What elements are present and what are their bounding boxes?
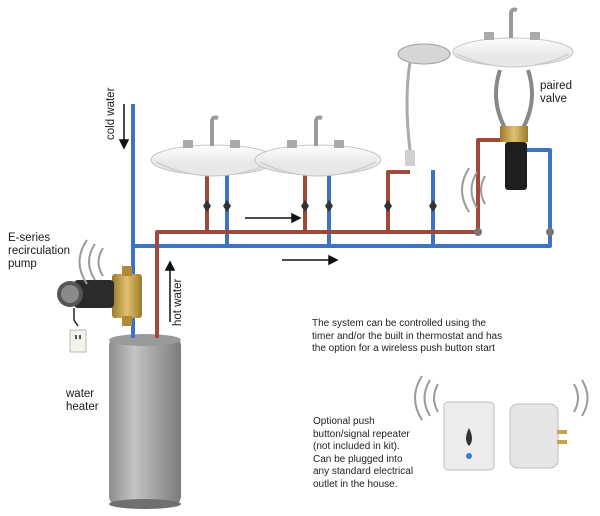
- pump-label-line1: E-series: [8, 232, 51, 244]
- pump-label: E-series recirculation pump: [8, 232, 70, 271]
- paired-valve-label: paired valve: [540, 80, 572, 106]
- optional-note-line1: Optional push: [313, 416, 375, 427]
- heater-label-line2: heater: [66, 401, 99, 413]
- flow-arrows: [118, 104, 339, 322]
- recirculation-pump: [57, 266, 142, 326]
- pump-label-line3: pump: [8, 258, 37, 270]
- water-heater: [109, 334, 181, 509]
- paired-valve: [494, 69, 534, 190]
- system-note-line3: the option for a wireless push button st…: [312, 343, 495, 354]
- optional-note-line4: Can be plugged into: [313, 453, 403, 465]
- riser-valves: [203, 200, 554, 236]
- sink-2: [254, 115, 382, 177]
- cold-water-label: cold water: [105, 87, 117, 140]
- sink-3: [452, 7, 574, 68]
- paired-label-line2: valve: [540, 93, 567, 105]
- signal-repeater: [509, 403, 567, 469]
- optional-note-line3: (not included in kit).: [313, 441, 400, 452]
- optional-note-line5: any standard electrical: [313, 466, 414, 477]
- optional-note-line6: outlet in the house.: [313, 478, 398, 490]
- heater-label-line1: water: [66, 388, 95, 400]
- system-note: The system can be controlled using the t…: [312, 318, 502, 356]
- system-note-line1: The system can be controlled using the: [312, 318, 486, 329]
- system-note-line2: timer and/or the built in thermostat and…: [312, 330, 503, 342]
- water-heater-label: water heater: [66, 388, 99, 414]
- hot-water-label: hot water: [172, 278, 184, 326]
- optional-note-line2: button/signal repeater: [313, 428, 410, 440]
- signal-icon: [78, 167, 589, 421]
- push-button-device: [443, 401, 495, 471]
- sink-1: [150, 115, 278, 177]
- optional-device-note: Optional push button/signal repeater (no…: [313, 416, 413, 491]
- wall-outlet: [69, 308, 87, 353]
- pump-label-line2: recirculation: [8, 245, 70, 257]
- paired-label-line1: paired: [540, 80, 572, 92]
- shower-head: [397, 43, 451, 166]
